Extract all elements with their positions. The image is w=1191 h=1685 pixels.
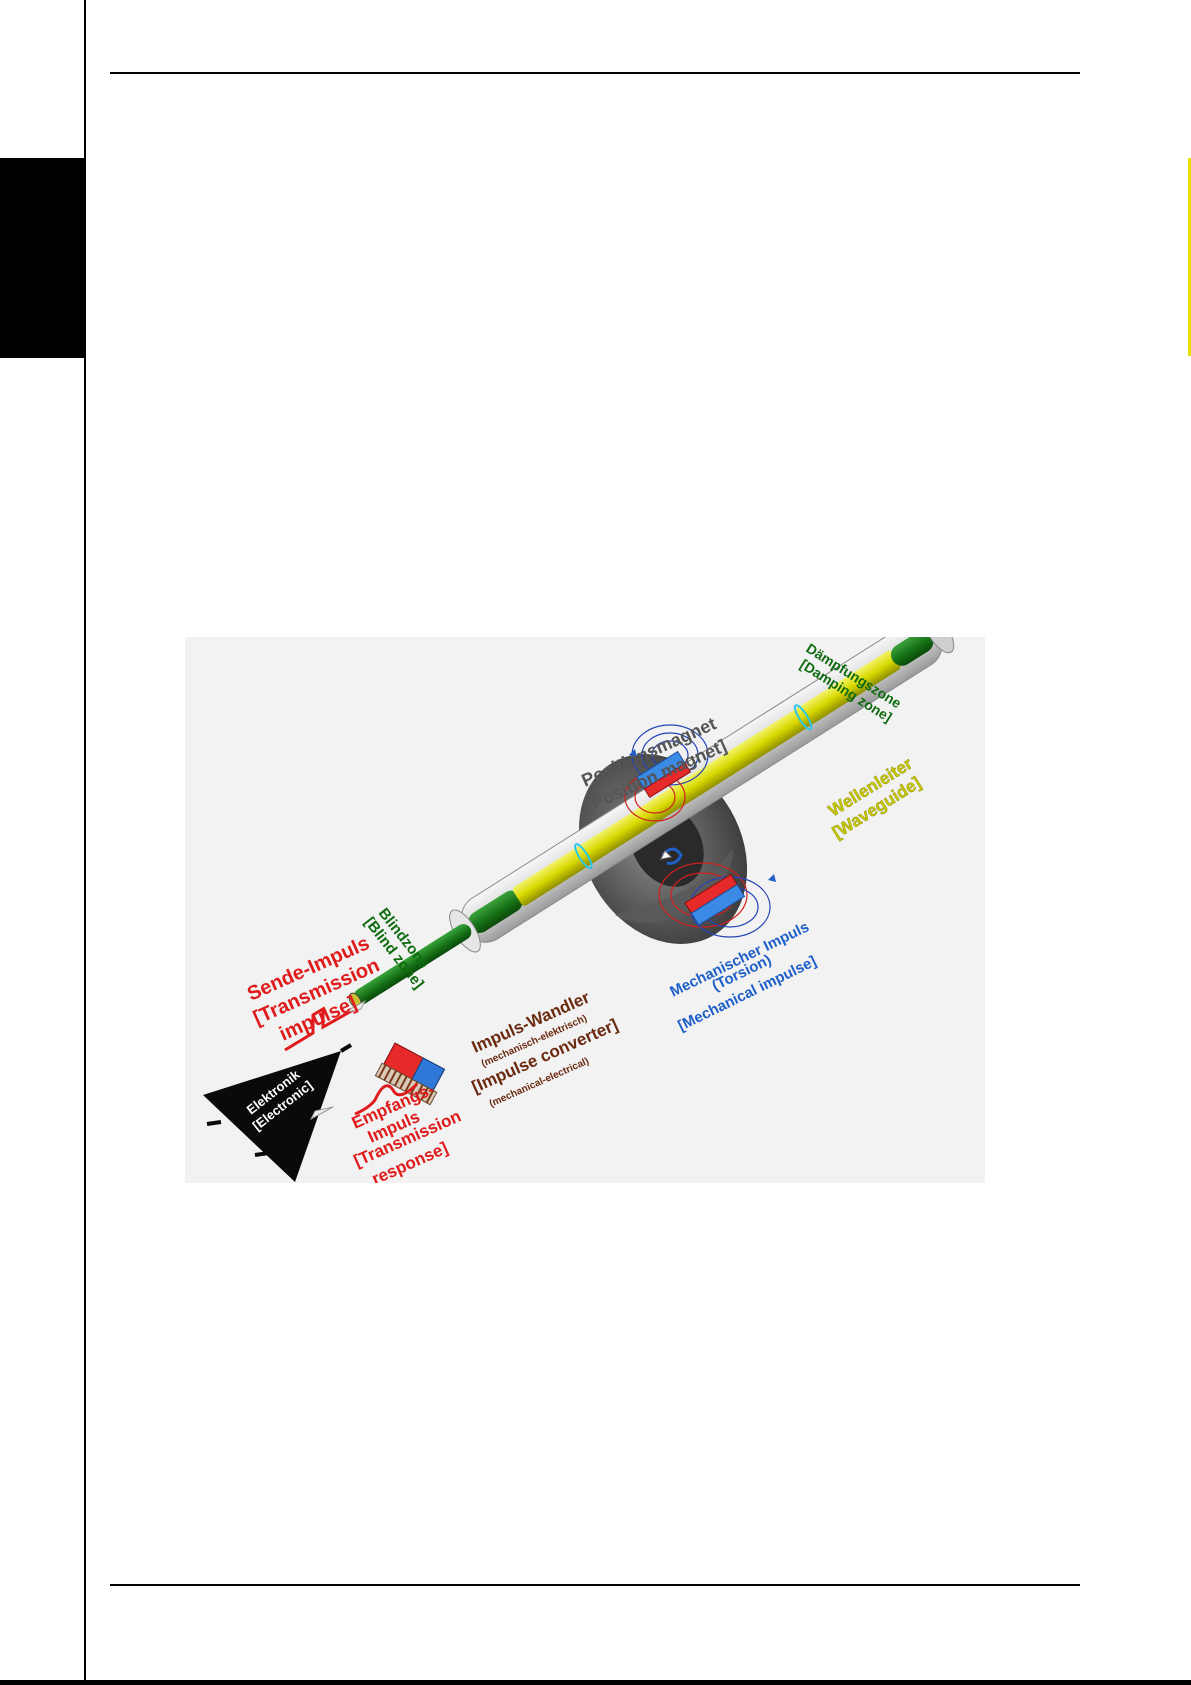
position-magnet-ring-front bbox=[615, 849, 733, 924]
lower-magnet bbox=[658, 862, 776, 938]
transmission-pulse-icon bbox=[284, 999, 367, 1052]
upper-magnet bbox=[624, 724, 709, 822]
torsion-arrow-icon bbox=[660, 847, 683, 865]
magnetostrictive-sensor-diagram: Dämpfungszone [Damping zone] Blindzone [… bbox=[185, 637, 985, 1183]
edge-color-mark bbox=[1188, 158, 1191, 356]
electronics-block bbox=[203, 1043, 353, 1182]
diagram-canvas: Dämpfungszone [Damping zone] Blindzone [… bbox=[203, 637, 955, 1183]
header-rule bbox=[110, 72, 1080, 74]
bottom-edge bbox=[0, 1680, 1191, 1685]
received-pulse-icon bbox=[309, 1082, 419, 1121]
sensor-tube bbox=[348, 637, 955, 1009]
chapter-tab bbox=[0, 158, 84, 358]
left-margin-rule bbox=[84, 0, 86, 1685]
footer-rule bbox=[110, 1584, 1080, 1586]
impulse-converter bbox=[374, 1042, 446, 1106]
